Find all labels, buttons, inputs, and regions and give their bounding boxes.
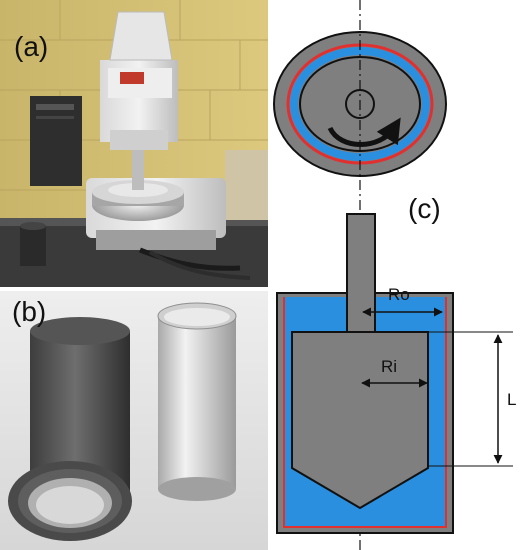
side-bob: [291, 331, 429, 510]
side-shaft: [346, 213, 376, 333]
panel-b-label: (b): [12, 296, 46, 327]
ri-label: Ri: [381, 357, 397, 376]
couette-schematic: (c) Ro Ri L: [273, 0, 516, 550]
rheometer-photo: (a): [0, 0, 268, 287]
side-gap-red-line: [283, 297, 447, 528]
top-fluid-blue-ring: [290, 47, 430, 161]
ro-label: Ro: [388, 285, 410, 304]
l-label: L: [507, 390, 516, 409]
cup-and-bob-photo: (b): [0, 291, 268, 550]
side-view: Ro Ri L: [276, 213, 516, 534]
panel-c-label: (c): [408, 193, 441, 224]
panel-a-label: (a): [14, 31, 48, 62]
